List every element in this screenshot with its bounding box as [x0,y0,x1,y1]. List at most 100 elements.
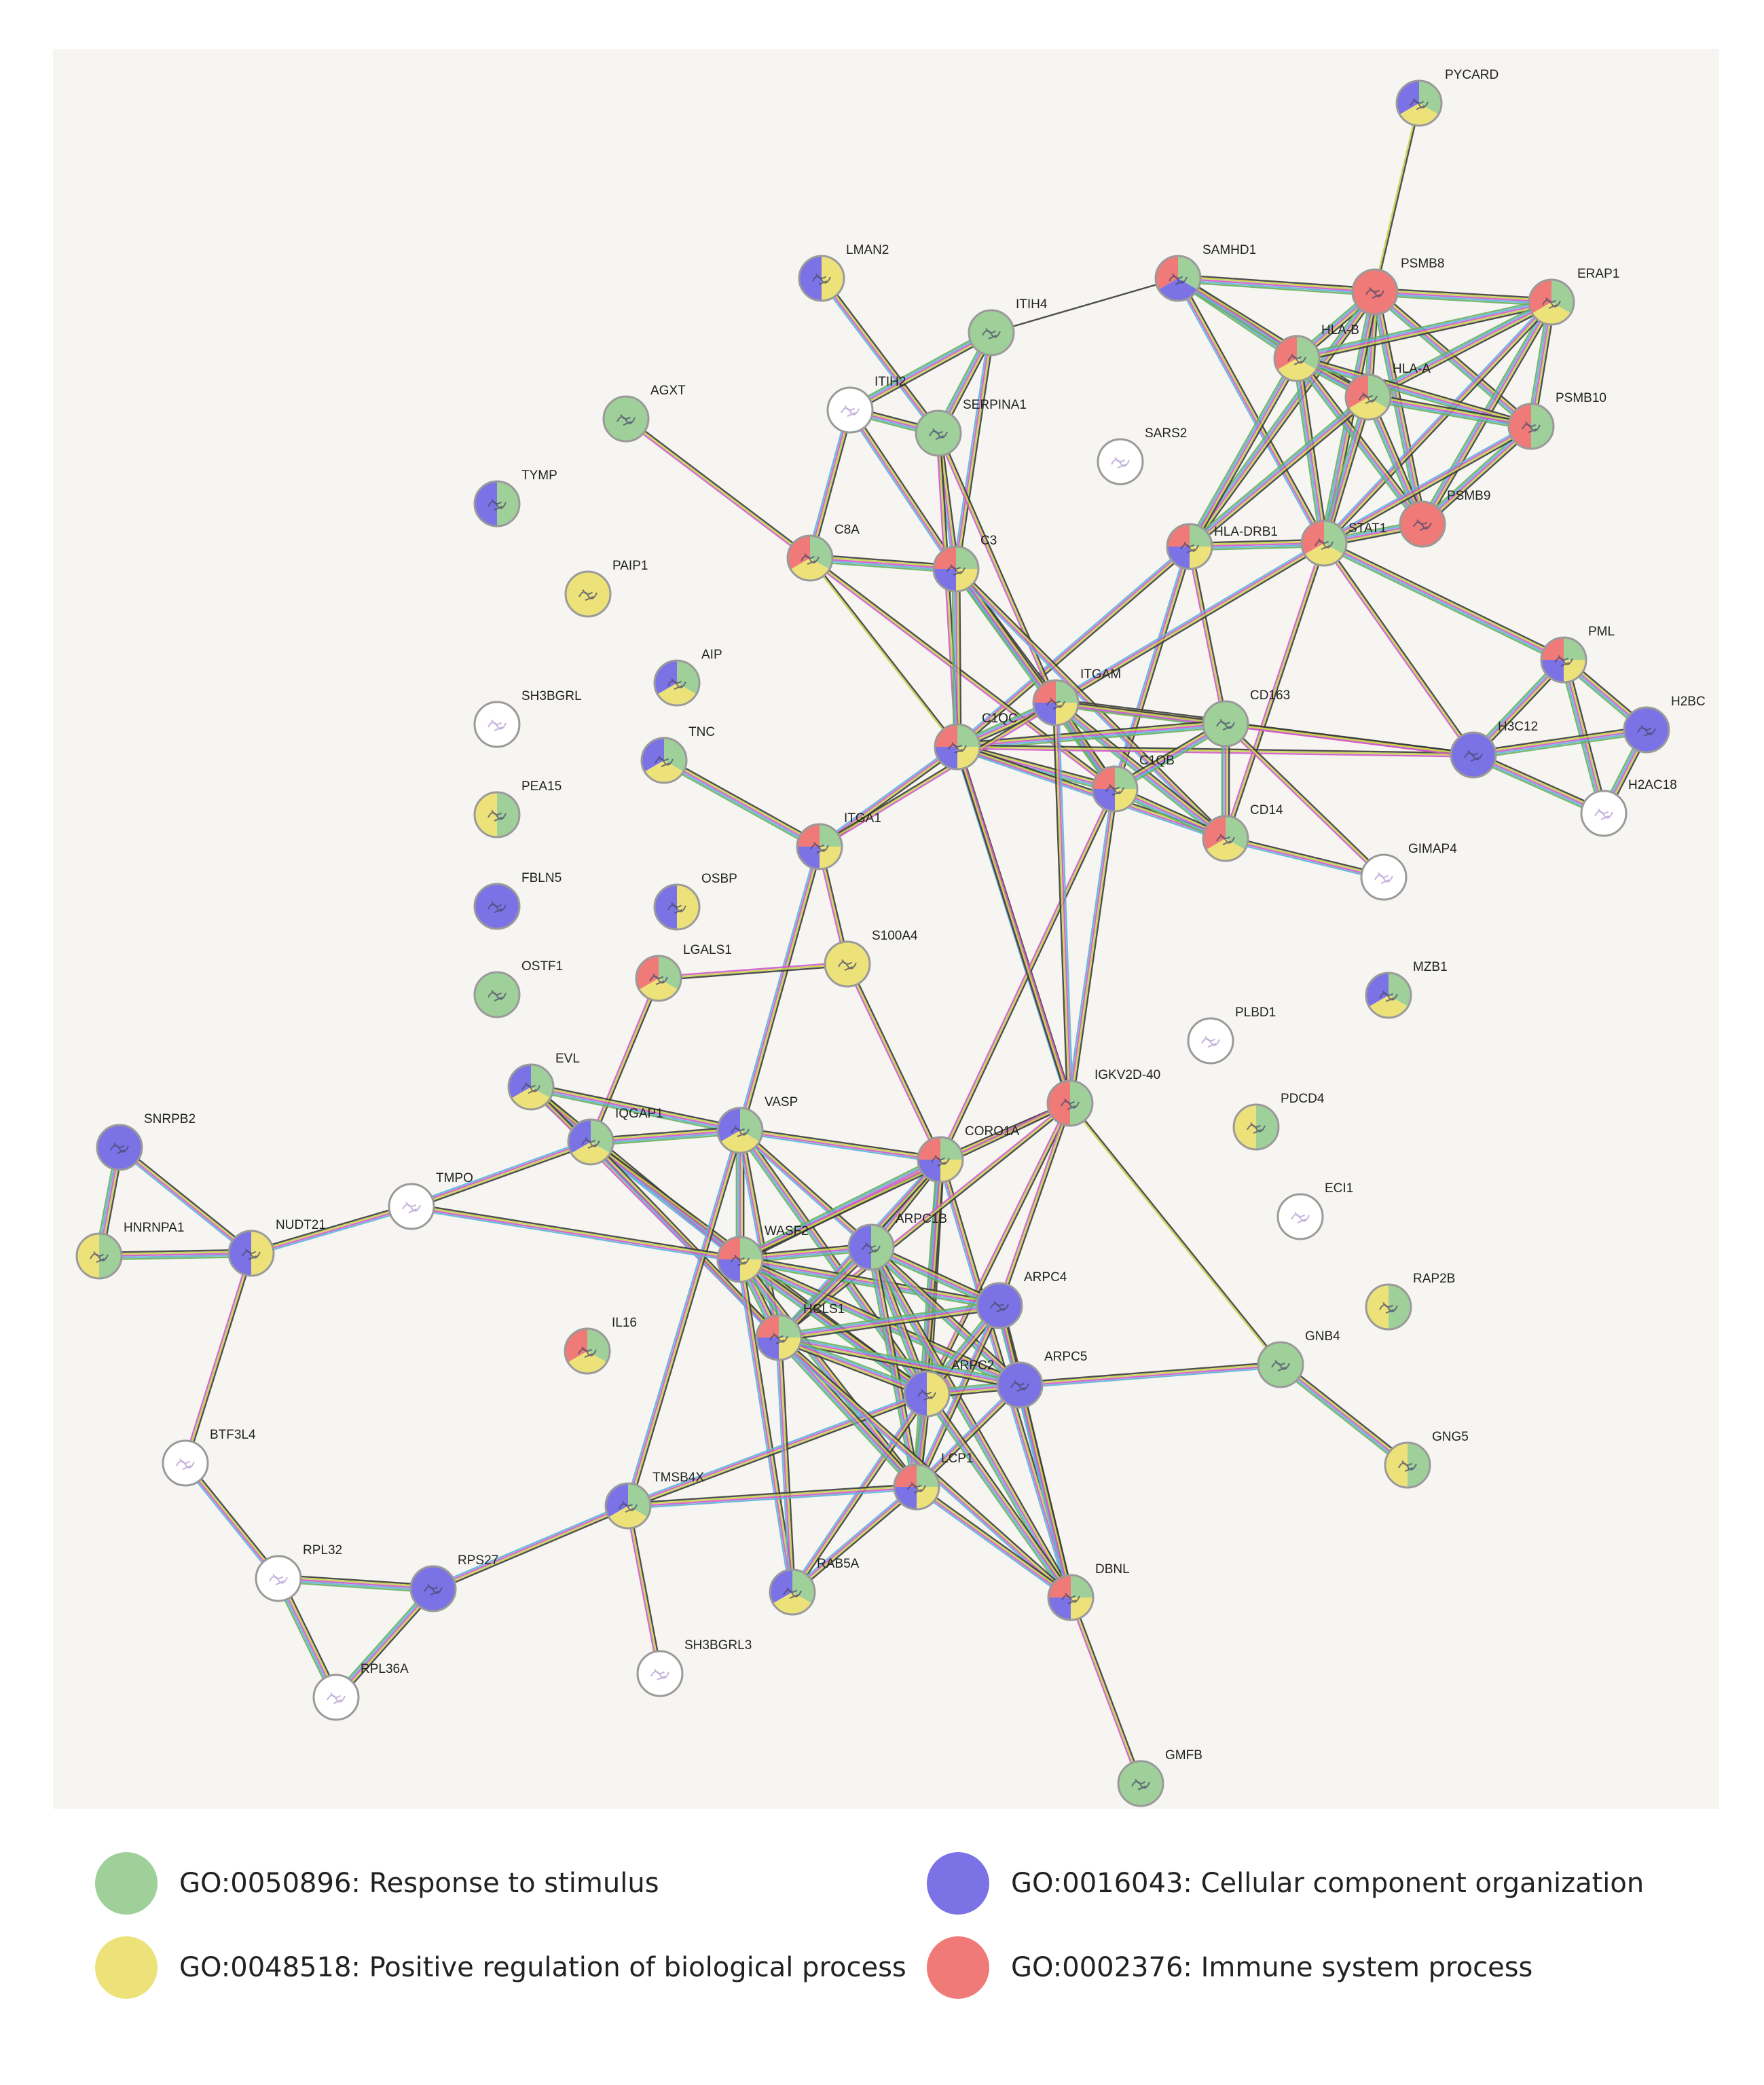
node-tymp[interactable]: TYMP [473,468,557,528]
edge-strand [1225,838,1384,879]
node-erap1[interactable]: ERAP1 [1528,267,1619,326]
node-vasp[interactable]: VASP [716,1095,798,1154]
node-pml[interactable]: PML [1540,625,1615,684]
node-outline [755,1314,803,1361]
node-h2bc[interactable]: H2BC [1623,695,1706,754]
edge-c1qc-h3c12 [957,744,1474,758]
node-itih2[interactable]: ITIH2 [826,375,906,434]
node-lgals1[interactable]: LGALS1 [635,943,732,1002]
protein-structure-icon [1216,719,1235,731]
protein-structure-icon [1398,1460,1417,1473]
node-arpc1b[interactable]: ARPC1B [847,1212,947,1271]
node-plbd1[interactable]: PLBD1 [1187,1005,1276,1065]
node-aip[interactable]: AIP [653,648,722,707]
node-wasf2[interactable]: WASF2 [716,1224,809,1283]
node-h3c12[interactable]: H3C12 [1450,720,1538,779]
edge-strand [1322,545,1563,664]
node-hla-b[interactable]: HLA-B [1273,323,1359,382]
node-lcp1[interactable]: LCP1 [893,1452,974,1511]
node-evl[interactable]: EVL [507,1052,580,1111]
node-rpl32[interactable]: RPL32 [255,1543,342,1602]
node-dbnl[interactable]: DBNL [1047,1562,1130,1621]
node-hla-drb1[interactable]: HLA-DRB1 [1166,523,1278,570]
node-itih4[interactable]: ITIH4 [968,297,1048,356]
node-eci1[interactable]: ECI1 [1276,1181,1353,1240]
edge-strand [1471,757,1603,817]
node-hnrnpa1[interactable]: HNRNPA1 [75,1221,184,1280]
node-sh3bgrl3[interactable]: SH3BGRL3 [636,1638,752,1697]
node-gimap4[interactable]: GIMAP4 [1360,842,1457,901]
node-gnb4[interactable]: GNB4 [1257,1329,1340,1388]
node-gng5[interactable]: GNG5 [1384,1430,1469,1489]
node-nudt21[interactable]: NUDT21 [227,1218,326,1277]
edge-strand [1321,543,1473,757]
edge-strand [808,409,850,558]
node-osbp[interactable]: OSBP [653,872,737,931]
node-c1qc[interactable]: C1QC [934,712,1018,771]
node-c3[interactable]: C3 [932,534,997,593]
node-pdcd4[interactable]: PDCD4 [1232,1092,1325,1151]
edge-strand [530,1088,740,1133]
node-label: SARS2 [1145,426,1187,441]
node-rps27[interactable]: RPS27 [409,1553,498,1612]
node-psmb10[interactable]: PSMB10 [1507,391,1606,450]
node-lman2[interactable]: LMAN2 [798,243,889,302]
protein-structure-icon [488,990,507,1002]
node-ostf1[interactable]: OSTF1 [473,959,563,1018]
node-s100a4[interactable]: S100A4 [824,929,918,988]
node-stat1[interactable]: STAT1 [1300,519,1386,567]
node-sh3bgrl[interactable]: SH3BGRL [473,689,582,748]
node-samhd1[interactable]: SAMHD1 [1154,243,1256,302]
node-serpina1[interactable]: SERPINA1 [915,398,1027,457]
edge-hla-a-hla-drb1 [1186,394,1372,550]
edge-strand [1187,357,1296,547]
node-label: MZB1 [1413,960,1448,974]
node-il16[interactable]: IL16 [564,1316,637,1375]
node-c1qb[interactable]: C1QB [1091,754,1175,813]
node-arpc4[interactable]: ARPC4 [976,1270,1067,1329]
edge-strand [778,1336,927,1395]
node-fbln5[interactable]: FBLN5 [473,871,562,930]
node-igkv2d-40[interactable]: IGKV2D-40 [1046,1068,1160,1127]
node-btf3l4[interactable]: BTF3L4 [162,1428,256,1487]
node-label: ITIH2 [875,375,906,389]
node-rab5a[interactable]: RAB5A [769,1557,860,1616]
node-pycard[interactable]: PYCARD [1395,68,1499,127]
node-arpc2[interactable]: ARPC2 [903,1359,994,1418]
node-hcls1[interactable]: HCLS1 [755,1302,845,1361]
node-tmpo[interactable]: TMPO [388,1171,473,1230]
node-label: GNB4 [1305,1329,1340,1344]
node-agxt[interactable]: AGXT [602,384,686,443]
edge-strand [1054,541,1324,703]
node-itgam[interactable]: ITGAM [1032,667,1121,726]
edge-strand [926,1393,1071,1598]
node-mzb1[interactable]: MZB1 [1365,960,1448,1019]
protein-structure-icon [488,499,507,511]
edge-strand [822,277,940,433]
node-pea15[interactable]: PEA15 [473,779,562,838]
node-rpl36a[interactable]: RPL36A [312,1662,409,1721]
node-iqgap1[interactable]: IQGAP1 [567,1107,663,1166]
node-h2ac18[interactable]: H2AC18 [1580,778,1677,837]
node-arpc5[interactable]: ARPC5 [996,1350,1087,1409]
node-psmb9[interactable]: PSMB9 [1399,489,1490,548]
edge-strand [1225,722,1474,756]
node-psmb8[interactable]: PSMB8 [1351,257,1444,316]
node-cd163[interactable]: CD163 [1202,688,1290,748]
node-coro1a[interactable]: CORO1A [917,1124,1020,1183]
node-cd14[interactable]: CD14 [1202,803,1283,862]
edge-strand [740,847,822,1131]
node-sars2[interactable]: SARS2 [1097,426,1187,485]
node-tnc[interactable]: TNC [640,725,715,784]
edge-c1qb-igkv2d-40 [1066,788,1119,1104]
node-tmsb4x[interactable]: TMSB4X [604,1471,704,1530]
node-itga1[interactable]: ITGA1 [796,811,881,870]
node-rap2b[interactable]: RAP2B [1365,1272,1455,1331]
node-gmfb[interactable]: GMFB [1117,1748,1202,1807]
edge-strand [818,745,957,847]
node-hla-a[interactable]: HLA-A [1344,362,1431,421]
node-outline [1344,373,1392,421]
node-snrpb2[interactable]: SNRPB2 [96,1112,196,1171]
node-c8a[interactable]: C8A [786,523,860,582]
node-paip1[interactable]: PAIP1 [564,559,648,618]
